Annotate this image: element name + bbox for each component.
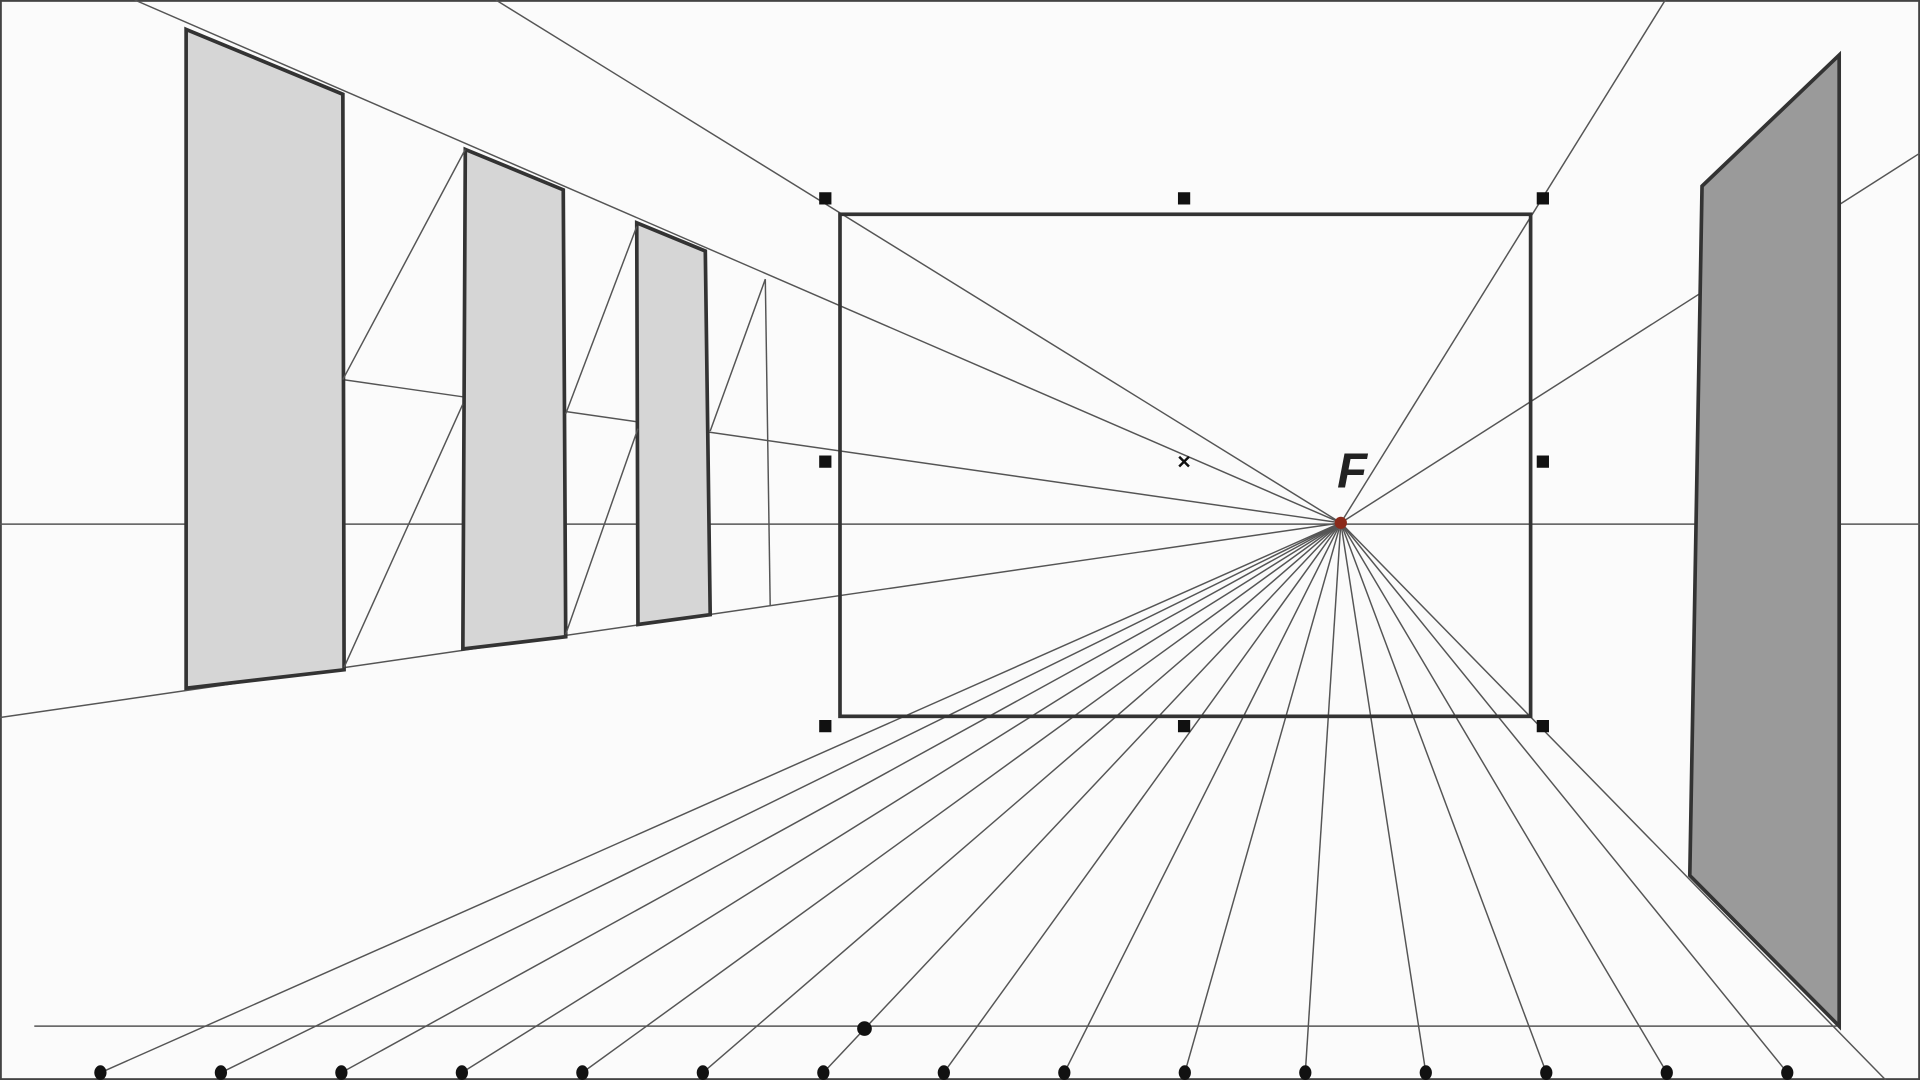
vanishing-point-label: F [1337, 444, 1368, 498]
resize-handle[interactable] [819, 455, 832, 468]
floor-point [1660, 1065, 1673, 1080]
resize-handle[interactable] [819, 192, 832, 205]
floor-line [220, 522, 1342, 1074]
floor-line [341, 522, 1342, 1074]
resize-handle[interactable] [1536, 720, 1549, 733]
left-window-panel [184, 26, 346, 691]
orthogonal-line [134, 0, 1342, 524]
right-wall-panel [1687, 50, 1842, 1031]
floor-line [100, 522, 1342, 1074]
resize-handle[interactable] [1536, 192, 1549, 205]
floor-point [696, 1065, 709, 1080]
floor-line [822, 522, 1342, 1074]
left-window-panel [461, 146, 568, 652]
resize-handle[interactable] [819, 720, 832, 733]
floor-line [1340, 522, 1788, 1074]
floor-line [581, 522, 1342, 1074]
measuring-points [94, 1065, 1794, 1080]
floor-point [1299, 1065, 1312, 1080]
floor-line [1304, 522, 1342, 1073]
floor-line [461, 522, 1342, 1074]
floor-point [214, 1065, 228, 1080]
diagonal-line [343, 403, 464, 668]
floor-line [1340, 522, 1427, 1073]
diagonal-line [565, 226, 638, 415]
floor-line [1340, 522, 1547, 1073]
floor-point [937, 1065, 950, 1080]
orthogonal-line [1340, 522, 1887, 1080]
left-wall [184, 26, 771, 691]
floor-line [1184, 522, 1342, 1073]
floor-point [1178, 1065, 1191, 1080]
selection-handles[interactable] [819, 192, 1549, 733]
left-window-panel [634, 220, 713, 627]
resize-handle[interactable] [1177, 720, 1191, 733]
resize-handle[interactable] [1177, 192, 1191, 205]
resize-handle[interactable] [1536, 455, 1549, 468]
floor-point [1540, 1065, 1553, 1080]
floor-point [1058, 1065, 1071, 1080]
diagonal-line [565, 428, 639, 635]
floor-line [943, 522, 1342, 1074]
floor-line [1340, 522, 1668, 1074]
floor-point [817, 1065, 830, 1080]
orthogonal-line [495, 0, 1342, 524]
floor-point [455, 1065, 468, 1080]
orthogonal-line [1340, 0, 1666, 524]
floor-point [576, 1065, 589, 1080]
diagonal-line [709, 278, 766, 432]
vanishing-point[interactable] [1334, 516, 1347, 529]
back-wall-rectangle[interactable] [838, 212, 1533, 719]
center-marker-icon [1178, 455, 1190, 468]
floor-line [702, 522, 1342, 1074]
floor-point [1781, 1065, 1794, 1080]
measuring-point-handle[interactable] [857, 1021, 872, 1036]
floor-point [94, 1065, 107, 1080]
floor-line [1063, 522, 1342, 1073]
floor-point [335, 1065, 348, 1080]
wall-divider-line [764, 279, 771, 607]
diagonal-line [342, 149, 466, 380]
floor-point [1419, 1065, 1432, 1080]
